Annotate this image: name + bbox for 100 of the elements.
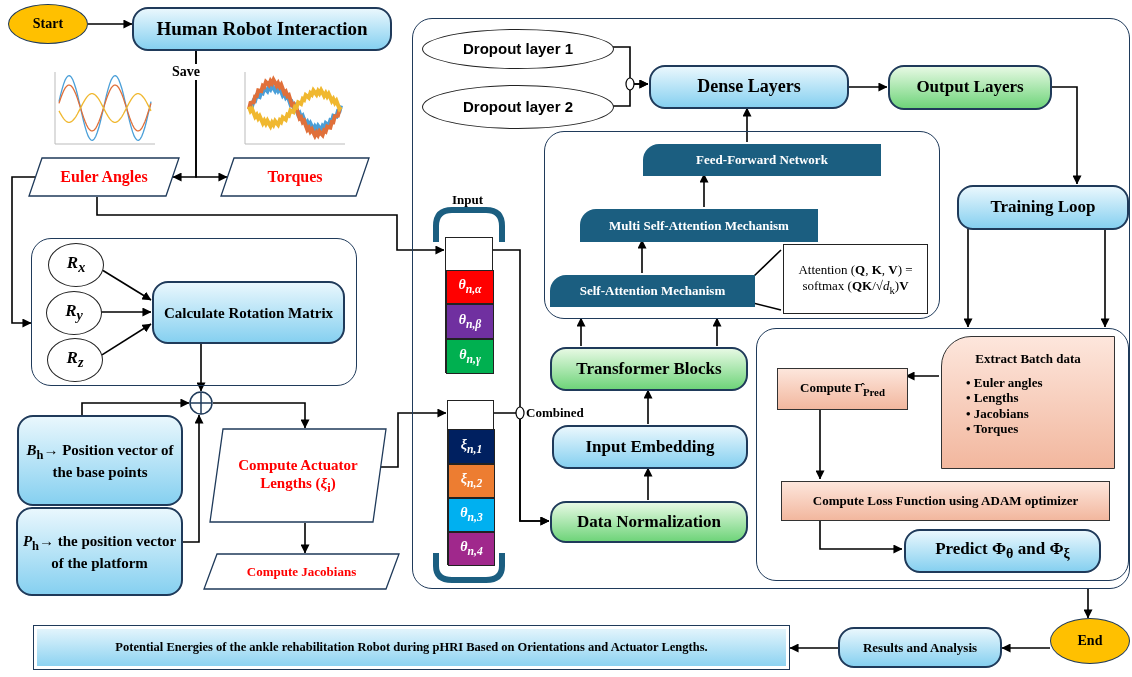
process-box [17,415,183,506]
group-frame [31,238,357,386]
node-text: Start [32,15,64,33]
node-text: Results and Analysis [862,639,978,656]
arrow [905,371,940,381]
vector-cell [448,464,495,498]
node-text: Euler Angles [60,167,148,187]
arrow [643,389,653,425]
process-tab [580,209,818,242]
node-text: Data Normalization [577,511,721,533]
process-tab [550,275,755,307]
list-item: • Euler angles [966,374,1043,391]
arrow [195,50,228,182]
arrow [96,196,445,255]
node-text: ξ$_{n,2}$ [460,471,483,491]
ellipse-node [47,338,103,382]
node-text: R$_{y}$ [65,301,83,325]
arrow [1001,643,1051,653]
arrow [742,107,752,143]
ellipse-node [48,243,104,287]
node-text: Feed-Forward Network [696,152,828,168]
node-text: ξ$_{n,1}$ [460,436,483,457]
list-item: • Jacobians [966,405,1029,422]
summing-junction [189,391,213,415]
arrow [379,408,447,468]
vector-cell [446,339,494,374]
node-text: Attention (Q, K, V) = softmax (QK/√d$_{k}$)V [797,261,914,297]
node-text: Compute Jacobians [246,563,357,580]
document-box [941,336,1115,469]
text-label: Input [452,192,484,208]
arrow [963,228,973,328]
node-text: θ$_{n,β}$ [458,311,482,332]
vector-stack [447,400,494,565]
list-item: • Torques [966,421,1019,437]
node-text: Output Layers [916,77,1024,98]
heading-text: Extract Batch data [975,351,1081,367]
group-frame [544,131,940,319]
arrow [11,176,36,328]
process-box [16,507,183,596]
process-box [152,281,345,344]
node-text: B$_{h}$→ Position vector of the base points [25,440,175,481]
vector-cell [446,270,494,304]
node-text: Predict Φ$_{θ}$ and Φ$_{ξ}$ [935,539,1070,563]
node-text: Self-Attention Mechanism [579,283,726,299]
arrow [492,412,550,526]
node-text: P$_{h}$→ the position vector of the platform [21,531,178,572]
formula-box [783,244,928,314]
process-box [838,627,1002,668]
node-text: Compute Actuator Lengths (ξ$_{i}$) [237,455,359,496]
vector-cell [448,532,495,566]
node-text: Dropout layer 2 [463,98,573,116]
document-box [781,481,1110,521]
arrow [699,173,709,208]
process-box [132,7,392,51]
node-text: Dense Layers [697,76,801,98]
arrow [712,317,722,347]
node-text: Dropout layer 1 [463,40,573,58]
ellipse-node [46,291,102,335]
arrow [81,398,190,416]
list-item: • Lengths [966,390,1019,406]
data-parallelogram [209,428,387,523]
node-text: Torques [267,167,323,187]
node-text: θ$_{n,α}$ [458,277,482,297]
group-frame [412,18,1130,589]
arrow [212,402,310,429]
data-parallelogram [220,157,370,197]
node-text: Input Embedding [585,436,715,458]
arrow [100,307,152,317]
arrow [1100,228,1110,328]
vector-stack [445,237,493,373]
edge-label: Save [172,64,200,80]
data-parallelogram [28,157,180,197]
arrow [819,518,903,554]
node-text: R$_{z}$ [66,348,84,372]
arrow [815,407,825,480]
node-text: Calculate Rotation Matrix [163,303,334,322]
arrow [612,79,649,107]
arrow [182,414,204,543]
node-text: θ$_{n,γ}$ [459,346,481,367]
vector-cell [446,304,494,339]
arrow [789,643,839,653]
arrow [1083,588,1093,619]
vector-cell [448,429,495,464]
arrow [643,467,653,501]
node-text: End [1077,632,1103,650]
group-frame [756,328,1129,581]
document-box [777,368,908,410]
node-text: Training Loop [990,197,1096,218]
result-box [33,625,790,670]
process-box [649,65,849,109]
arrow [101,323,152,356]
arrow [637,239,647,274]
arrow [847,82,888,92]
node-text: θ$_{n,4}$ [460,539,483,559]
process-box [904,529,1101,573]
process-box [550,501,748,543]
arrow [87,19,133,29]
process-box [552,425,748,469]
node-text: Human Robot Interaction [156,17,368,41]
node-text: Potential Energies of the ankle rehabilitation Robot during pHRI Based on Orientations and Actuator Lengths. [115,640,708,655]
